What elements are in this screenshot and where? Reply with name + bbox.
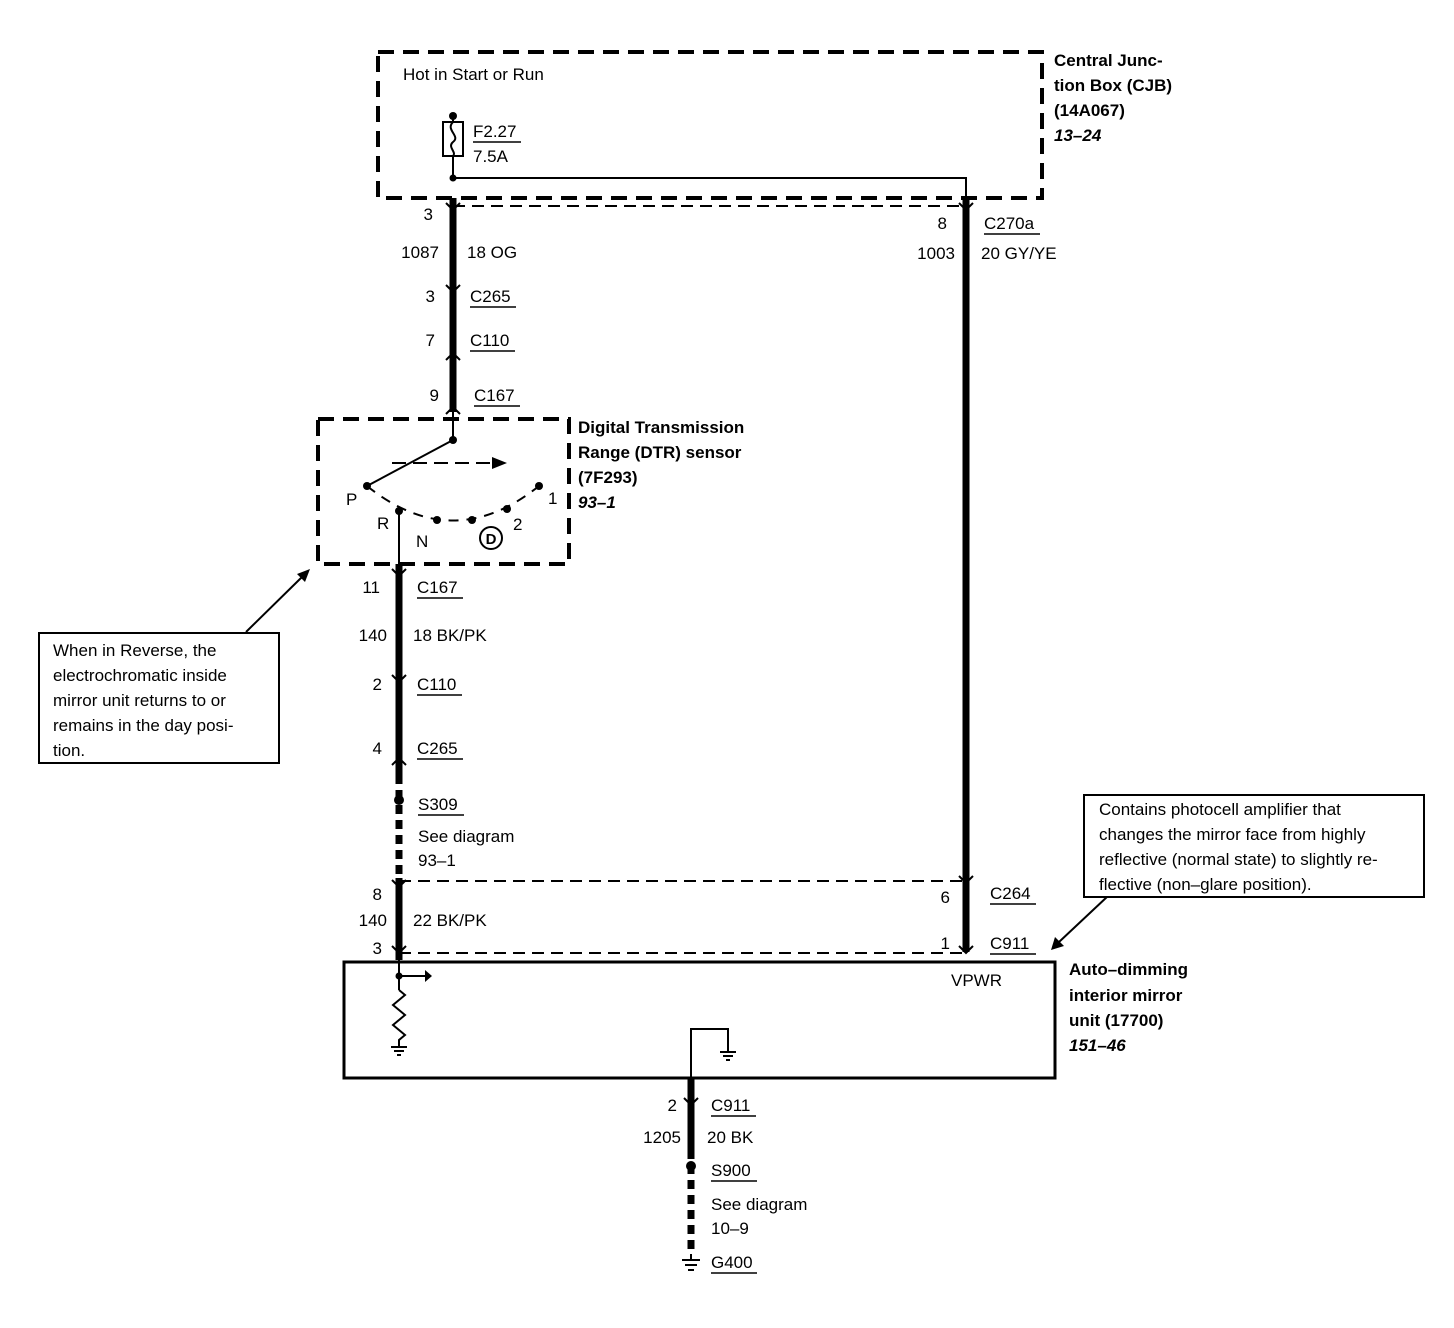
connector-c911-right: C911 [990,934,1029,953]
dtr-ref: 93–1 [578,493,616,512]
splice-s900-dot [686,1161,696,1171]
gauge-20-gy-ye: 20 GY/YE [981,244,1057,263]
mirror-ref: 151–46 [1069,1036,1126,1055]
splice-s309: S309 [418,795,458,814]
pin-6-c264: 6 [941,888,950,907]
dtr-pos-2: 2 [513,515,522,534]
dtr-pos-1: 1 [548,489,557,508]
gauge-18-bk-pk: 18 BK/PK [413,626,487,645]
fuse-rating: 7.5A [473,147,509,166]
dtr-boundary [316,417,571,566]
gauge-22-bk-pk: 22 BK/PK [413,911,487,930]
connector-marks-left-upper [445,202,461,415]
gauge-20-bk: 20 BK [707,1128,754,1147]
pin-4-c265: 4 [373,739,382,758]
mirror-title: Auto–dimming interior mirror unit (17700… [1069,960,1193,1030]
cjb-boundary [376,50,1044,200]
connector-c270a: C270a [984,214,1035,233]
cjb-hot-label: Hot in Start or Run [403,65,544,84]
pin-2-c911: 2 [668,1096,677,1115]
mirror-ground-tap [690,1028,736,1078]
vpwr-label: VPWR [951,971,1002,990]
circuit-140-lower: 140 [359,911,387,930]
connector-c911-bottom: C911 [711,1096,750,1115]
pin-8-c264: 8 [373,885,382,904]
dtr-pos-d: D [486,531,497,548]
dtr-switch [363,412,543,564]
s309-ref: 93–1 [418,851,456,870]
gauge-18-og: 18 OG [467,243,517,262]
connector-c264-right: C264 [990,884,1031,903]
mirror-unit-boundary [342,960,1057,1080]
dtr-pos-d-circle: D [479,526,503,550]
pin-c167-top: 9 [430,386,439,405]
photocell-note: Contains photocell amplifier that change… [1083,794,1425,898]
connector-c167-top: C167 [474,386,515,405]
connector-marks-left-lower [391,568,407,955]
circuit-1003: 1003 [917,244,955,263]
circuit-1205: 1205 [643,1128,681,1147]
pin-c265-top: 3 [426,287,435,306]
reverse-note-arrow [245,569,310,633]
pin-2-c110: 2 [373,675,382,694]
mirror-input-resistor [391,960,432,1046]
pin-c110-top: 7 [426,331,435,350]
pin-11-c167: 11 [362,578,380,597]
splice-s309-dot [394,795,404,805]
connector-c110-bottom: C110 [417,675,456,694]
cjb-title: Central Junc- tion Box (CJB) (14A067) [1054,51,1177,120]
circuit-140: 140 [359,626,387,645]
s900-see-diagram: See diagram [711,1195,807,1214]
internal-ground-icon [391,1046,407,1056]
fuse-icon [442,112,464,182]
pin-3-cjb: 3 [424,205,433,224]
pin-8-cjb: 8 [938,214,947,233]
pin-3-c911: 3 [373,939,382,958]
fuse-id: F2.27 [473,122,516,141]
ground-g400-icon [682,1254,700,1271]
photocell-note-arrow [1051,895,1109,950]
cjb-ref: 13–24 [1054,126,1102,145]
connector-c265-top: C265 [470,287,511,306]
connector-marks-right [958,202,974,955]
s309-see-diagram: See diagram [418,827,514,846]
connector-c265-bottom: C265 [417,739,458,758]
connector-mark-c911-bottom [683,1097,699,1107]
ground-g400: G400 [711,1253,753,1272]
circuit-1087: 1087 [401,243,439,262]
cjb-bus [453,177,967,198]
dtr-pos-r: R [377,514,389,533]
pin-1-c911: 1 [941,934,950,953]
connector-c110-top: C110 [470,331,509,350]
dtr-title: Digital Transmission Range (DTR) sensor … [578,418,749,487]
s900-ref: 10–9 [711,1219,749,1238]
connector-c167-bottom: C167 [417,578,458,597]
dtr-pos-n: N [416,532,428,551]
dtr-pos-p: P [346,490,357,509]
reverse-note: When in Reverse, the electrochromatic in… [38,632,280,764]
splice-s900: S900 [711,1161,751,1180]
